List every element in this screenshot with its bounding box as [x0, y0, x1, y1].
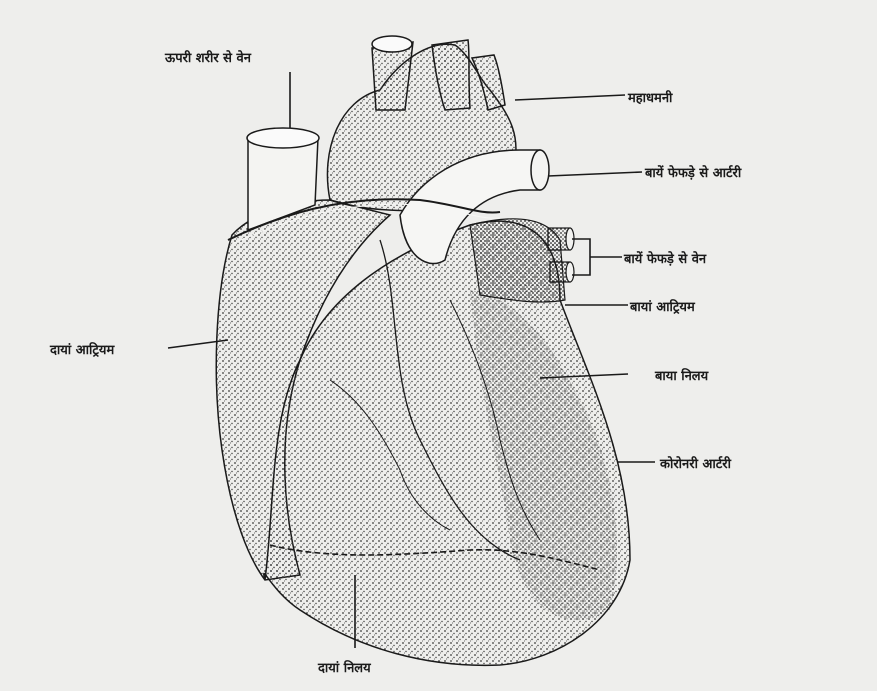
leader-left-lung-vein-bracket — [572, 239, 622, 275]
aorta-branch-1-opening — [372, 36, 412, 52]
label-left-atrium: बायां आट्रियम — [630, 297, 695, 315]
label-left-ventricle: बाया निलय — [655, 366, 708, 384]
left-lung-vein-lower-opening — [566, 262, 574, 282]
label-upper-body-vein: ऊपरी शरीर से वेन — [165, 48, 251, 66]
left-lung-artery-opening — [531, 150, 549, 190]
leader-left-lung-artery — [548, 172, 642, 176]
upper-body-vein-opening — [247, 128, 319, 148]
label-aorta: महाधमनी — [628, 88, 672, 106]
label-left-lung-vein: बायें फेफड़े से वेन — [624, 249, 706, 267]
label-coronary-artery: कोरोनरी आर्टरी — [660, 454, 731, 472]
leader-aorta — [515, 95, 625, 100]
label-right-ventricle: दायां निलय — [318, 658, 371, 676]
label-left-lung-artery: बायें फेफड़े से आर्टरी — [645, 163, 741, 181]
label-right-atrium: दायां आट्रियम — [50, 340, 114, 358]
